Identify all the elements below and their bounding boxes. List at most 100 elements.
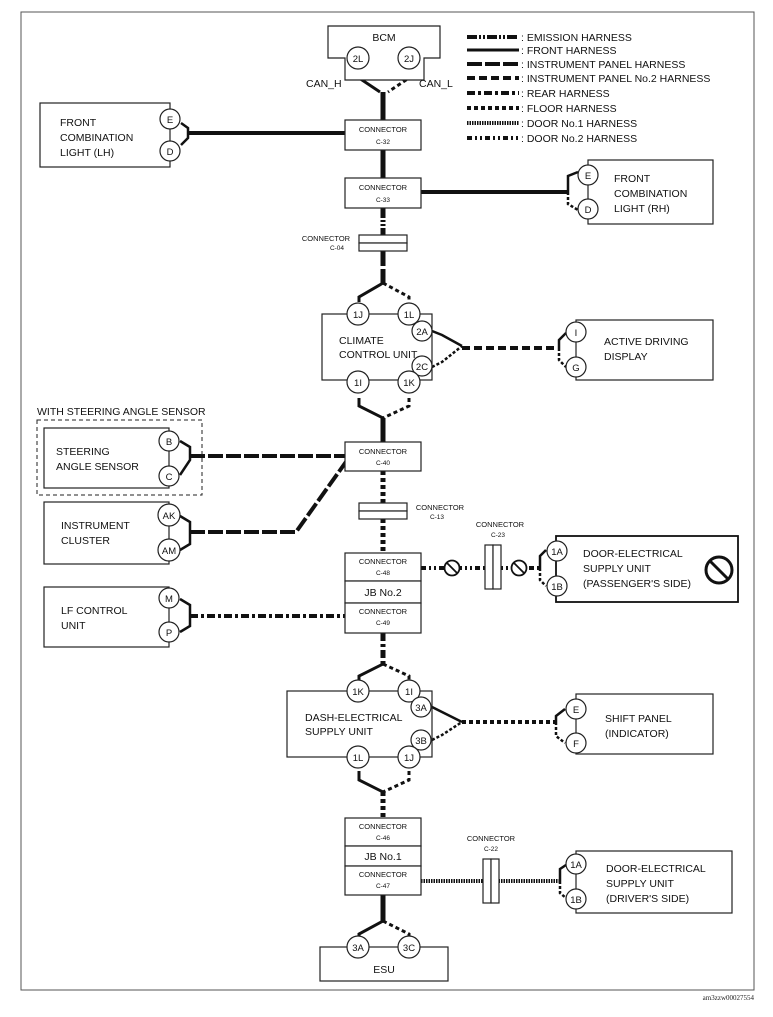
dash-pin-1i-label: 1I <box>405 687 413 698</box>
door-electrical-supply-driver: DOOR-ELECTRICAL SUPPLY UNIT (DRIVER'S SI… <box>565 850 733 914</box>
front-light-lh-pin-d-label: D <box>167 147 174 158</box>
active-display-pin-i-label: I <box>575 328 578 339</box>
wire-dash-1k <box>357 662 384 681</box>
door-passenger-line3: (PASSENGER'S SIDE) <box>583 578 691 590</box>
steering-angle-sensor: WITH STEERING ANGLE SENSOR STEERING ANGL… <box>36 406 206 496</box>
dash-pin-1k <box>346 679 370 703</box>
connector-c23-word: CONNECTOR <box>476 520 525 529</box>
wire-driver-1a <box>558 863 567 881</box>
connector-c46-id: C-46 <box>376 835 390 842</box>
front-combination-light-lh: FRONT COMBINATION LIGHT (LH) E D <box>39 102 181 168</box>
connector-c23-right <box>492 544 502 590</box>
front-light-lh-line1: FRONT <box>60 117 97 129</box>
connector-c23: CONNECTOR C-23 <box>443 520 528 590</box>
connector-c40-box <box>344 441 422 472</box>
wire-driver-1b <box>558 881 567 899</box>
door-electrical-supply-passenger: DOOR-ELECTRICAL SUPPLY UNIT (PASSENGER'S… <box>546 535 739 603</box>
door-passenger-pin-1a-label: 1A <box>551 547 563 558</box>
legend-label-rear: : REAR HARNESS <box>521 88 610 100</box>
steering-box <box>43 427 170 489</box>
connector-c22-id: C-22 <box>484 846 498 853</box>
door-passenger-pin-1b <box>546 575 568 597</box>
climate-line2: CONTROL UNIT <box>339 349 418 361</box>
shift-panel-line1: SHIFT PANEL <box>605 713 672 725</box>
steering-line2: ANGLE SENSOR <box>56 461 139 473</box>
front-light-lh-pin-d <box>159 140 181 162</box>
climate-pin-1k <box>397 370 421 394</box>
shift-panel-box <box>575 693 714 755</box>
legend-label-door-1: : DOOR No.1 HARNESS <box>521 118 637 130</box>
connector-c13: CONNECTOR C-13 <box>358 502 465 521</box>
door-driver-line2: SUPPLY UNIT <box>606 878 674 890</box>
dash-pin-3b <box>410 729 432 751</box>
instrument-cluster: INSTRUMENT CLUSTER AK AM <box>43 501 181 565</box>
prohibited-icon <box>704 555 734 585</box>
connector-c22-left <box>482 858 492 904</box>
wire-shift-e <box>554 708 566 722</box>
lf-control-pin-p-label: P <box>166 628 172 639</box>
climate-pin-2c-label: 2C <box>416 362 428 373</box>
connector-c40-id: C-40 <box>376 460 390 467</box>
junction-block-1: CONNECTOR C-46 JB No.1 CONNECTOR C-47 <box>344 817 422 896</box>
door-driver-line3: (DRIVER'S SIDE) <box>606 893 689 905</box>
wire-shift-f <box>554 722 566 744</box>
dash-pin-1j <box>397 745 421 769</box>
wire-passenger-1a <box>538 549 547 568</box>
door-passenger-line2: SUPPLY UNIT <box>583 563 651 575</box>
wire-lh-twist <box>180 121 190 146</box>
climate-pin-1k-label: 1K <box>403 378 415 389</box>
connector-c33-box <box>344 177 422 209</box>
door-passenger-pin-1b-label: 1B <box>551 582 563 593</box>
lf-control-pin-m-label: M <box>165 594 173 605</box>
connector-c13-id: C-13 <box>430 514 444 521</box>
jb2-label: JB No.2 <box>364 587 402 599</box>
connector-c33-id: C-33 <box>376 197 390 204</box>
lf-control-box <box>43 586 170 648</box>
esu-pin-3a-label: 3A <box>352 943 364 954</box>
connector-c23-left <box>484 544 494 590</box>
steering-pin-b <box>158 430 180 452</box>
connector-c46-word: CONNECTOR <box>359 822 408 831</box>
front-light-rh-line3: LIGHT (RH) <box>614 203 670 215</box>
dash-pin-1j-label: 1J <box>404 753 414 764</box>
prohibited-icon <box>443 559 461 577</box>
connector-c47-word: CONNECTOR <box>359 870 408 879</box>
dash-line2: SUPPLY UNIT <box>305 726 373 738</box>
bcm-pin-2j <box>397 46 421 70</box>
wire-dash-1j <box>382 771 411 794</box>
climate-pin-2c <box>411 355 433 377</box>
legend-label-floor: : FLOOR HARNESS <box>521 103 617 115</box>
can-l-label: CAN_L <box>419 78 453 90</box>
wire-cluster-to-c40 <box>190 457 350 534</box>
dash-pin-1l <box>346 745 370 769</box>
bcm-pin-2j-label: 2J <box>404 54 414 65</box>
front-light-rh-pin-d-label: D <box>585 205 592 216</box>
bcm-module: BCM 2L 2J CAN_H CAN_L <box>306 25 453 90</box>
dash-pin-1l-label: 1L <box>353 753 364 764</box>
connector-c32-id: C-32 <box>376 139 390 146</box>
door-passenger-pin-1a <box>546 540 568 562</box>
esu-pin-3a <box>346 935 370 959</box>
lf-control-unit: LF CONTROL UNIT M P <box>43 586 180 648</box>
legend-label-instrument-panel-2: : INSTRUMENT PANEL No.2 HARNESS <box>521 73 710 85</box>
connector-c47-id: C-47 <box>376 883 390 890</box>
front-light-rh-pin-e-label: E <box>585 171 591 182</box>
connector-c04-id: C-04 <box>330 245 344 252</box>
bcm-label: BCM <box>372 32 395 44</box>
bcm-pin-2l <box>346 46 370 70</box>
steering-pin-b-label: B <box>166 437 172 448</box>
wire-climate-1j <box>357 281 384 302</box>
lf-control-line2: UNIT <box>61 620 86 632</box>
wire-climate-2a <box>431 329 463 348</box>
dash-pin-3a <box>410 696 432 718</box>
connector-c48-word: CONNECTOR <box>359 557 408 566</box>
connector-c40-word: CONNECTOR <box>359 447 408 456</box>
connector-c49-box <box>344 602 422 634</box>
connector-c13-word: CONNECTOR <box>416 503 465 512</box>
active-display-pin-g-label: G <box>572 363 579 374</box>
front-light-lh-box <box>39 102 171 168</box>
climate-pin-1j-label: 1J <box>353 310 363 321</box>
cluster-pin-ak <box>157 503 181 527</box>
lf-control-line1: LF CONTROL <box>61 605 128 617</box>
legend-label-front: : FRONT HARNESS <box>521 45 616 57</box>
